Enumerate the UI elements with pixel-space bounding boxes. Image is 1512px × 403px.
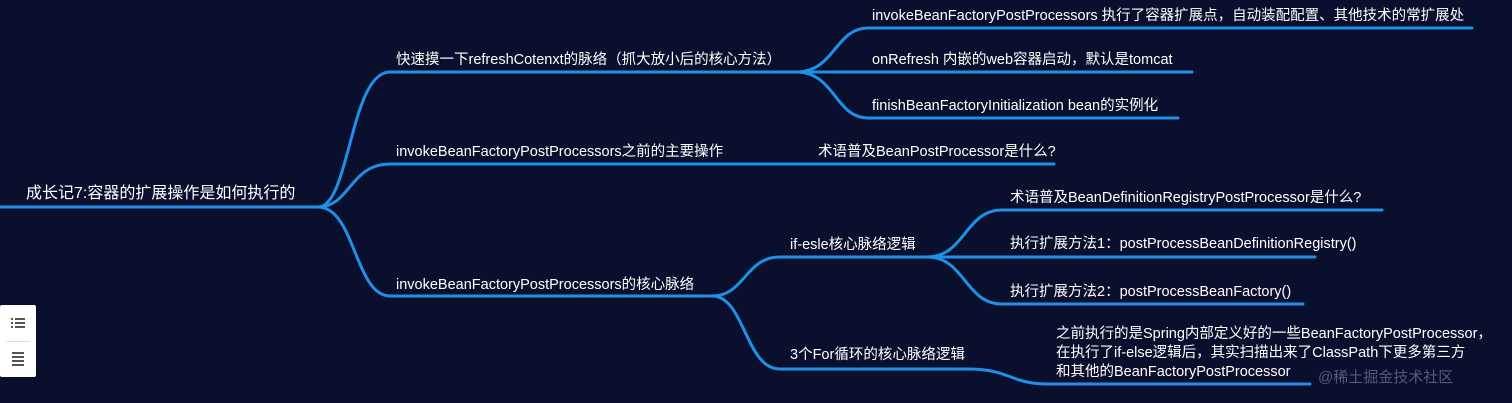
node-quick-child-2[interactable]: onRefresh 内嵌的web容器启动，默认是tomcat bbox=[872, 52, 1173, 68]
node-core-context[interactable]: invokeBeanFactoryPostProcessors的核心脉络 bbox=[396, 277, 695, 293]
node-quick-child-1[interactable]: invokeBeanFactoryPostProcessors 执行了容器扩展点… bbox=[872, 8, 1465, 24]
mindmap-toolbar bbox=[0, 305, 36, 377]
connector-root-before bbox=[316, 162, 797, 209]
node-quick-child-3[interactable]: finishBeanFactoryInitialization bean的实例化 bbox=[872, 98, 1159, 114]
node-ifelse-child-1[interactable]: 术语普及BeanDefinitionRegistryPostProcessor是… bbox=[1010, 190, 1362, 206]
menu-icon[interactable] bbox=[8, 347, 28, 367]
node-before-ops[interactable]: invokeBeanFactoryPostProcessors之前的主要操作 bbox=[396, 144, 724, 160]
connector-ifelse-1 bbox=[925, 208, 1384, 259]
connector-core-ifelse bbox=[710, 255, 929, 298]
connector-root-core bbox=[316, 205, 714, 298]
connector-quick-1 bbox=[794, 26, 1474, 74]
connector-ifelse-3 bbox=[925, 255, 1305, 306]
connector-quick-3 bbox=[794, 70, 1180, 120]
connector-core-for bbox=[710, 294, 970, 371]
node-quick-view[interactable]: 快速摸一下refreshCotenxt的脉络（抓大放小后的核心方法） bbox=[396, 52, 782, 68]
list-icon[interactable] bbox=[8, 313, 28, 333]
connector-root-quick bbox=[316, 70, 798, 209]
node-for-loops[interactable]: 3个For循环的核心脉络逻辑 bbox=[790, 347, 965, 363]
root-node[interactable]: 成长记7:容器的扩展操作是如何执行的 bbox=[26, 185, 296, 202]
watermark: @稀土掘金技术社区 bbox=[1318, 369, 1454, 386]
toolbar-divider bbox=[6, 341, 30, 342]
node-if-else[interactable]: if-esle核心脉络逻辑 bbox=[790, 237, 916, 253]
node-before-child-1[interactable]: 术语普及BeanPostProcessor是什么? bbox=[818, 144, 1056, 160]
node-ifelse-child-3[interactable]: 执行扩展方法2：postProcessBeanFactory() bbox=[1010, 284, 1292, 300]
node-ifelse-child-2[interactable]: 执行扩展方法1：postProcessBeanDefinitionRegistr… bbox=[1010, 236, 1357, 252]
node-for-detail[interactable]: 之前执行的是Spring内部定义好的一些BeanFactoryPostProce… bbox=[1056, 326, 1492, 380]
connector-for-detail bbox=[966, 367, 1312, 386]
